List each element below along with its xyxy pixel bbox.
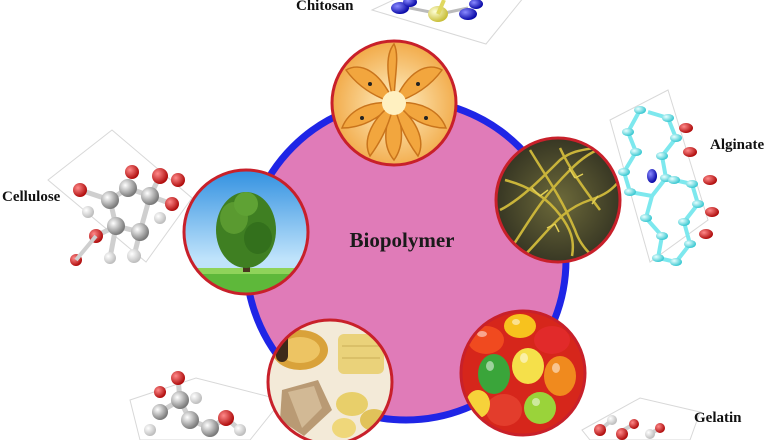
chitosan-molecule-icon xyxy=(391,0,483,22)
shrimp-photo-icon xyxy=(332,41,456,165)
center-label: Biopolymer xyxy=(349,228,455,252)
starch-molecule-icon xyxy=(144,371,246,437)
alginate-image-node xyxy=(494,136,622,264)
cellulose-molecule-icon xyxy=(70,165,185,266)
label-gelatin: Gelatin xyxy=(694,410,742,426)
bread-potato-photo-icon xyxy=(268,320,392,440)
gelatin-image-node xyxy=(459,309,587,437)
gelatin-molecule-icon xyxy=(594,415,665,440)
chitosan-image-node xyxy=(330,39,458,167)
alginate-molecule-icon xyxy=(618,106,719,266)
cellulose-image-node xyxy=(182,168,310,296)
tree-photo-icon xyxy=(184,170,308,294)
gummy-candy-photo-icon xyxy=(461,311,585,435)
label-cellulose: Cellulose xyxy=(2,189,61,205)
label-alginate: Alginate xyxy=(710,137,765,153)
label-chitosan: Chitosan xyxy=(296,0,354,14)
starch-image-node xyxy=(266,318,394,440)
